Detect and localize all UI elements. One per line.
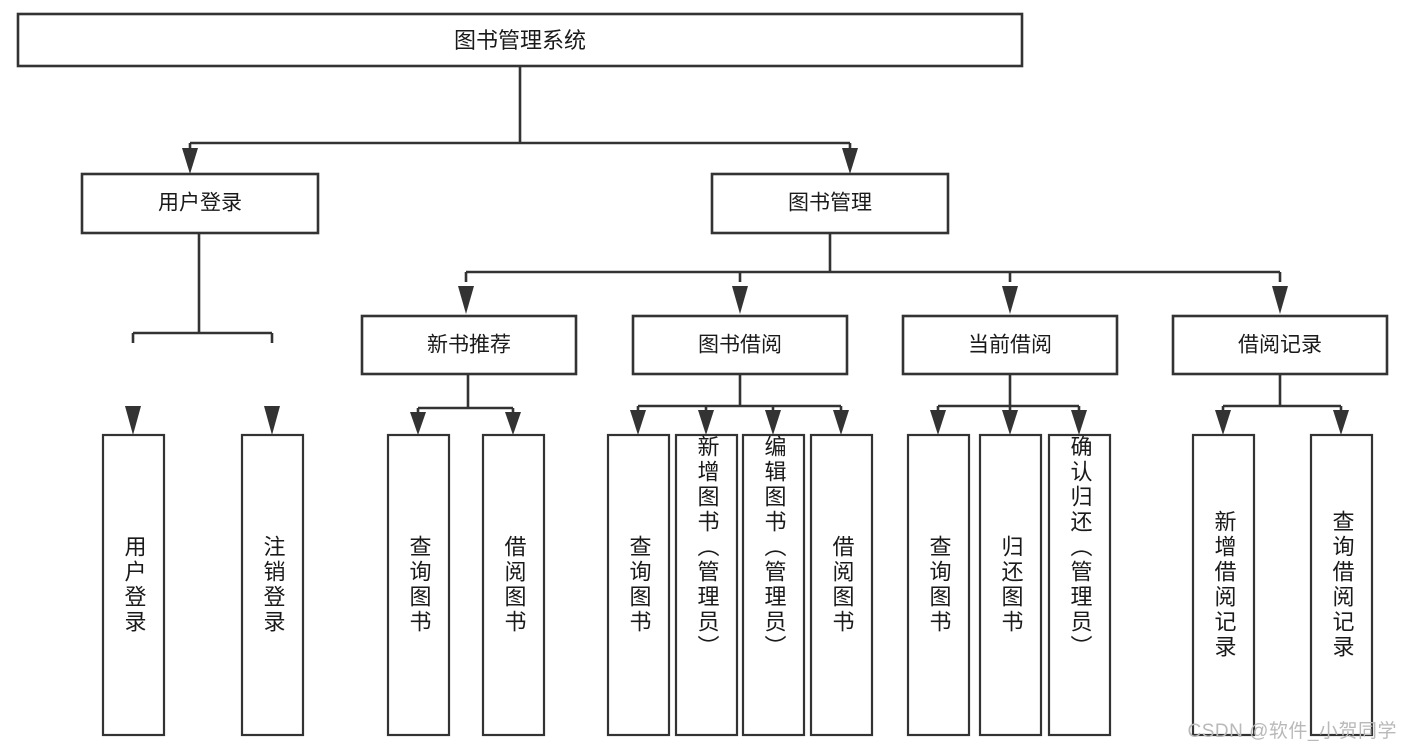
leaf-box-query-book-3[interactable] — [906, 433, 971, 737]
leaf-box-query-record[interactable] — [1309, 433, 1374, 737]
watermark-text: CSDN @软件_小贺同学 — [1187, 721, 1397, 742]
node-borrow-record[interactable]: 借阅记录 — [1171, 314, 1389, 376]
leaf-box-add-book[interactable] — [674, 433, 739, 737]
connector-currentborrow-to-leaves — [930, 375, 1087, 435]
connector-borrowrecord-to-leaves — [1215, 375, 1349, 435]
leaf-box-borrow-book-1[interactable] — [481, 433, 546, 737]
node-book-manage-label: 图书管理 — [788, 192, 872, 215]
connector-newbook-to-leaves — [410, 375, 521, 435]
leaf-boxes — [101, 433, 1374, 737]
leaf-box-logout-login[interactable] — [240, 433, 305, 737]
node-root-system[interactable]: 图书管理系统 — [16, 12, 1024, 68]
node-current-borrow-label: 当前借阅 — [968, 334, 1052, 357]
leaf-box-borrow-book-2[interactable] — [809, 433, 874, 737]
leaf-box-query-book-2[interactable] — [606, 433, 671, 737]
connector-root-to-level2 — [182, 66, 858, 174]
node-root-system-label: 图书管理系统 — [454, 28, 586, 53]
connector-bookborrow-to-leaves — [630, 375, 849, 435]
node-user-login-label: 用户登录 — [158, 192, 242, 215]
node-current-borrow[interactable]: 当前借阅 — [901, 314, 1119, 376]
node-book-manage[interactable]: 图书管理 — [710, 172, 950, 235]
node-new-book-recommend[interactable]: 新书推荐 — [360, 314, 578, 376]
connector-userlogin-to-leaves — [125, 233, 280, 435]
node-user-login[interactable]: 用户登录 — [80, 172, 320, 235]
node-borrow-record-label: 借阅记录 — [1238, 334, 1322, 357]
connector-bookmanage-to-level3 — [458, 233, 1288, 314]
leaf-box-confirm-return[interactable] — [1047, 433, 1112, 737]
node-new-book-recommend-label: 新书推荐 — [427, 334, 511, 357]
leaf-box-query-book-1[interactable] — [386, 433, 451, 737]
leaf-box-add-record[interactable] — [1191, 433, 1256, 737]
leaf-box-user-login[interactable] — [101, 433, 166, 737]
leaf-box-return-book[interactable] — [978, 433, 1043, 737]
node-book-borrow-label: 图书借阅 — [698, 334, 782, 357]
leaf-box-edit-book[interactable] — [741, 433, 806, 737]
node-book-borrow[interactable]: 图书借阅 — [631, 314, 849, 376]
